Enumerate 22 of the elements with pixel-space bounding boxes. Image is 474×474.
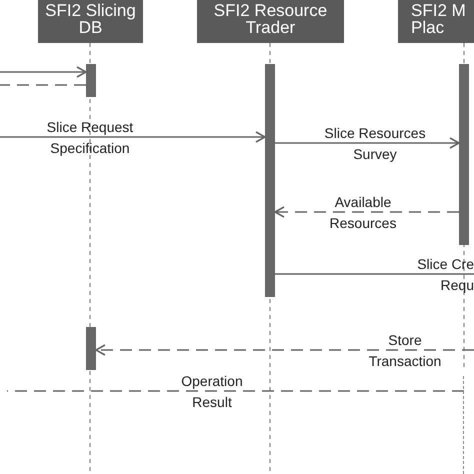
arrow [274, 206, 459, 218]
edge-label: Slice Request Specification [46, 118, 134, 158]
activation-bar [86, 327, 96, 370]
participant-header: SFI2 Slicing DB [38, 0, 143, 43]
arrow [0, 131, 266, 143]
activation-bar [265, 64, 275, 297]
participant-header: SFI2 M Plac [398, 0, 474, 43]
edge-label: Operation Result [180, 372, 244, 412]
edge-label: Slice Cre Requ [416, 255, 474, 295]
lifeline [463, 376, 465, 474]
arrow [275, 137, 460, 149]
edge-label: Slice Resources Survey [323, 124, 427, 164]
message-line [275, 273, 474, 275]
edge-label: Available Resources [328, 193, 398, 233]
message-line [7, 390, 464, 392]
edge-label: Store Transaction [368, 331, 442, 371]
participant-header: SFI2 Resource Trader [197, 0, 344, 43]
arrow [95, 344, 474, 356]
activation-bar [86, 64, 96, 97]
message-line [0, 84, 86, 86]
activation-bar [459, 64, 469, 245]
arrow [0, 66, 87, 78]
